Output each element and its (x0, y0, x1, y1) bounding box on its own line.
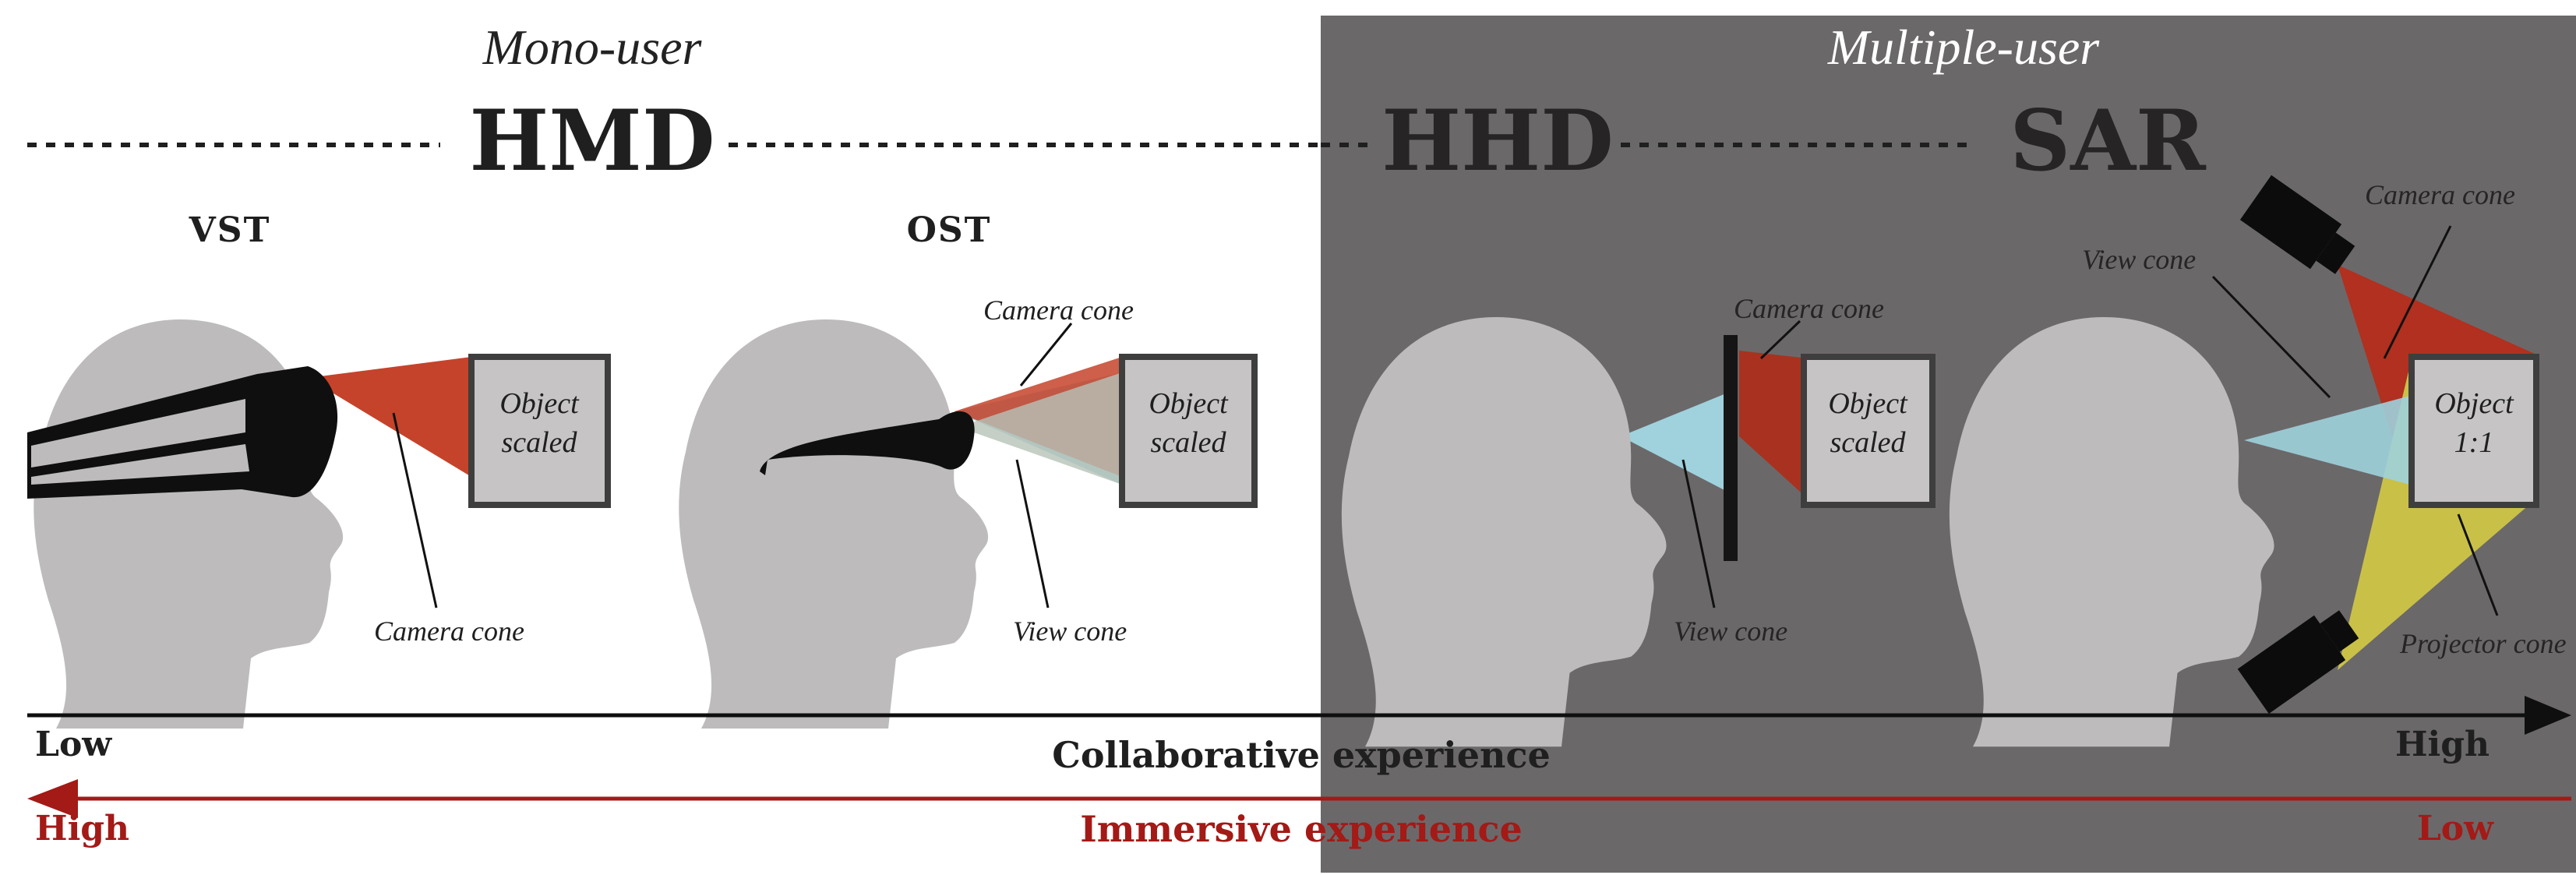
ost-object-label: Object (1149, 387, 1229, 420)
immersive-axis: High Immersive experience Low (27, 779, 2571, 850)
collaborative-axis: Low Collaborative experience High (27, 696, 2571, 776)
sar-object-box (2408, 354, 2539, 508)
vst-illustration: Object scaled Camera cone (27, 319, 611, 729)
collaborative-axis-arrowhead (2525, 696, 2571, 735)
hhd-view-cone-label: View cone (1674, 616, 1787, 647)
vst-title: VST (189, 210, 271, 250)
immersive-axis-title: Immersive experience (1080, 808, 1523, 850)
sar-projector-cone (2338, 358, 2536, 670)
hhd-camera-cone (1739, 351, 1808, 499)
hhd-object-label: Object (1828, 387, 1908, 420)
ost-object-scale: scaled (1150, 426, 1226, 459)
ost-view-cone-label: View cone (1013, 616, 1127, 647)
hhd-object-box (1801, 354, 1936, 508)
sar-object-scale: 1:1 (2454, 426, 2494, 459)
ost-camera-cone-label: Camera cone (983, 295, 1134, 326)
sar-title: SAR (2010, 92, 2207, 190)
immersive-low-label: Low (2417, 809, 2494, 849)
sar-camera-cone-label: Camera cone (2365, 179, 2515, 210)
mono-user-title: Mono-user (482, 19, 703, 75)
sar-projector-cone-label: Projector cone (2399, 628, 2567, 659)
sar-camera-device (2239, 175, 2355, 274)
sar-view-cone-label: View cone (2082, 244, 2196, 275)
vst-camera-cone (308, 357, 471, 477)
vst-camera-cone-label: Camera cone (374, 616, 524, 647)
collaborative-low-label: Low (35, 725, 112, 764)
ost-head (679, 319, 989, 729)
sar-projector-device (2237, 610, 2359, 714)
collaborative-axis-title: Collaborative experience (1052, 734, 1551, 776)
ost-title: OST (907, 210, 992, 250)
vst-object-scale: scaled (501, 426, 577, 459)
hhd-handheld-device (1724, 335, 1738, 561)
hhd-illustration: Object scaled Camera cone View cone (1341, 293, 1936, 747)
vst-object-label: Object (499, 387, 580, 420)
immersive-axis-arrowhead (27, 779, 78, 818)
vst-object-box (468, 354, 611, 508)
hhd-object-scale: scaled (1830, 426, 1906, 459)
multiple-user-title: Multiple-user (1827, 19, 2100, 75)
hhd-title: HHD (1382, 92, 1614, 190)
ost-illustration: Object scaled Camera cone View cone (679, 295, 1258, 729)
collaborative-high-label: High (2395, 725, 2490, 764)
sar-object-label: Object (2434, 387, 2514, 420)
hhd-view-cone (1621, 393, 1726, 491)
ost-object-box (1119, 354, 1258, 508)
sar-view-cone (2244, 382, 2462, 499)
hmd-title: HMD (469, 92, 715, 190)
sar-illustration: Object 1:1 Camera cone View cone Project… (1949, 175, 2567, 747)
ost-glasses (760, 411, 975, 475)
hhd-camera-cone-label: Camera cone (1734, 293, 1884, 324)
immersive-high-label: High (35, 809, 129, 849)
